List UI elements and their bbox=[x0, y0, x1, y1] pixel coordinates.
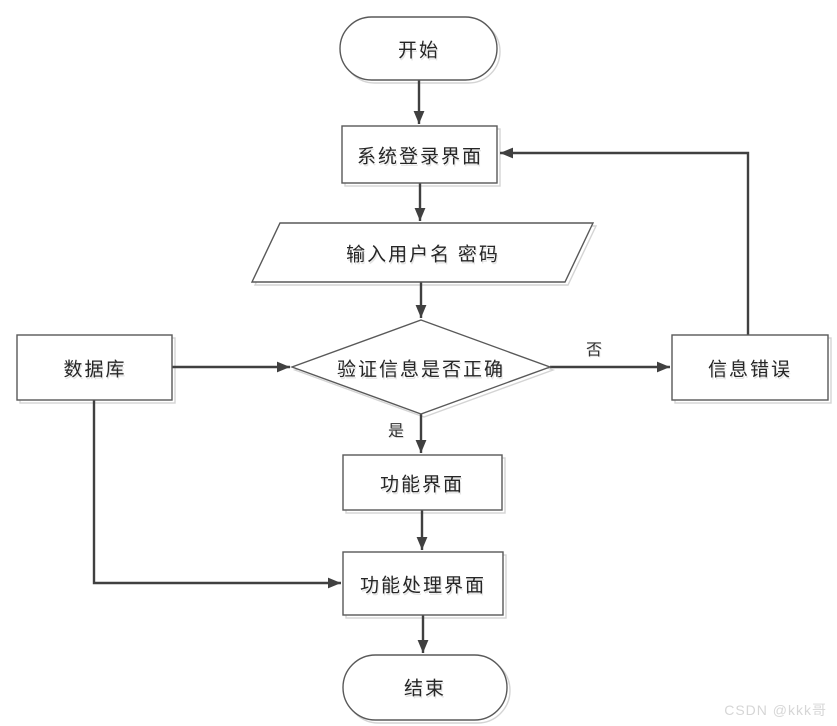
connectors bbox=[92, 80, 750, 653]
verify-decision-shape bbox=[289, 319, 553, 415]
end-terminator-shape bbox=[342, 654, 508, 721]
node-label-login: 系统登录界面 bbox=[356, 146, 484, 168]
login-process-shape bbox=[341, 125, 498, 184]
handling-process-shape bbox=[342, 551, 504, 616]
start-terminator-shape bbox=[339, 16, 498, 81]
shapes bbox=[16, 16, 829, 721]
function-process-shape bbox=[342, 454, 503, 511]
edge-error-login bbox=[500, 147, 750, 335]
node-label-database: 数据库 bbox=[63, 359, 127, 381]
node-label-end: 结束 bbox=[403, 678, 447, 700]
node-label-verify: 验证信息是否正确 bbox=[336, 359, 506, 381]
node-label-start: 开始 bbox=[397, 40, 441, 62]
node-label-input: 输入用户名 密码 bbox=[346, 244, 500, 266]
node-label-function: 功能界面 bbox=[379, 474, 465, 496]
edge-label-yes: 是 bbox=[387, 423, 405, 440]
error-process-shape bbox=[671, 334, 829, 401]
node-label-handling: 功能处理界面 bbox=[359, 575, 487, 597]
node-label-error: 信息错误 bbox=[707, 359, 793, 381]
database-process-shape bbox=[16, 334, 173, 401]
edge-database-handling bbox=[92, 400, 341, 589]
csdn-watermark: CSDN @kkk哥 bbox=[724, 702, 827, 718]
edge-label-no: 否 bbox=[585, 342, 603, 359]
input-io-shape bbox=[250, 222, 595, 283]
